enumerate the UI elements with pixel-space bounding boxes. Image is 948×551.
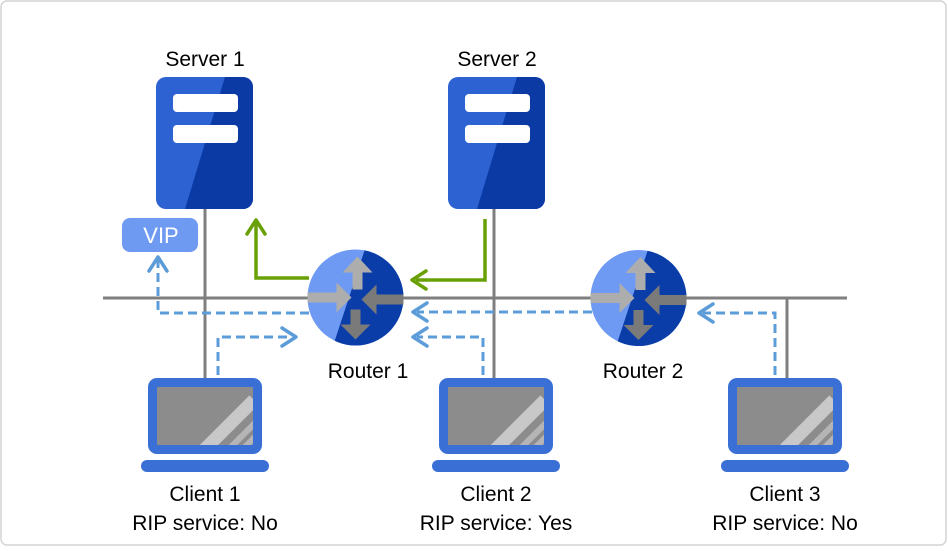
dashed-flow-client1-to-router1 [216, 335, 290, 375]
server-2-icon [448, 77, 545, 209]
dashed-flow-router1-to-vip [156, 259, 309, 315]
dashed-flow-client2-to-router1-arrowhead [411, 326, 429, 348]
server-1-icon [156, 77, 253, 209]
client-1-label: Client 1 [169, 483, 240, 506]
vip-label: VIP [143, 223, 178, 248]
client-2-label: Client 2 [460, 483, 531, 506]
server-2-label: Server 2 [457, 48, 536, 71]
client-3-rip-status: RIP service: No [712, 512, 858, 535]
dashed-flow-router1-to-vip-arrowhead [147, 255, 169, 273]
green-flow-server2-to-router1-arrowhead [410, 269, 428, 291]
client-2-rip-status: RIP service: Yes [420, 512, 573, 535]
green-flow-router1-to-server1-arrowhead [245, 218, 267, 236]
dashed-flow-router2-to-router1-arrowhead [411, 301, 429, 323]
client-3-label: Client 3 [749, 483, 820, 506]
green-flow-router1-to-server1 [254, 222, 309, 280]
server-1-label: Server 1 [165, 48, 244, 71]
router-2-label: Router 2 [603, 360, 684, 383]
dashed-flow-client1-to-router1-arrowhead [280, 326, 298, 348]
client-1-rip-status: RIP service: No [132, 512, 278, 535]
dashed-flow-client3-to-router2-arrowhead [697, 302, 715, 324]
green-flow-server2-to-router1 [416, 219, 487, 282]
router-1-label: Router 1 [328, 360, 409, 383]
vip-badge [122, 218, 198, 252]
dashed-flow-client3-to-router2 [703, 311, 777, 375]
